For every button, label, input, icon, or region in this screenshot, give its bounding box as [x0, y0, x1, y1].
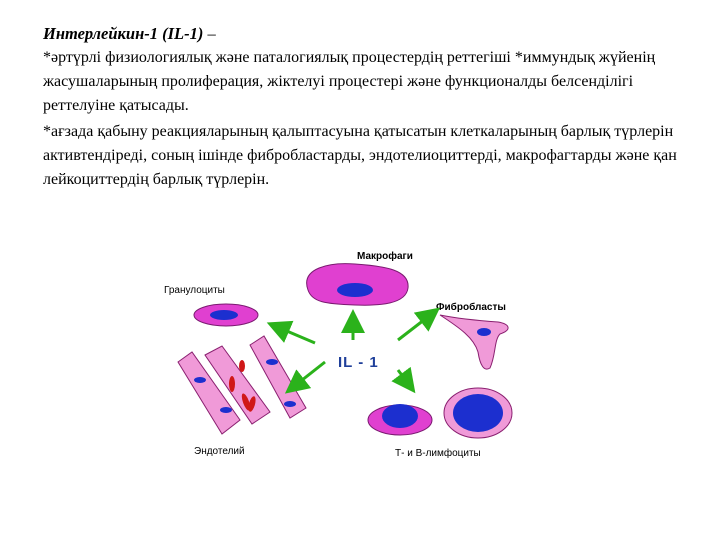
macrophage-cell [306, 263, 409, 306]
label-lymphocytes: Т- и В-лимфоциты [395, 447, 481, 459]
label-granulocytes: Гранулоциты [164, 285, 225, 296]
arrow-to-endothelium [284, 360, 326, 394]
paragraph-2: *ағзада қабыну реакцияларының қалыптасуы… [43, 123, 677, 188]
il1-center-label: IL - 1 [338, 354, 379, 371]
arrow-to-fibroblasts [397, 307, 441, 342]
endothelium-cells [177, 335, 307, 435]
label-endothelium: Эндотелий [194, 446, 245, 457]
text-block: Интерлейкин-1 (IL-1) – *әртүрлі физиолог… [43, 22, 693, 192]
arrow-to-lymphocytes [391, 366, 416, 394]
title-dash: – [203, 24, 216, 43]
granulocyte-cell [193, 303, 259, 327]
paragraph-1: *әртүрлі физиологиялық және паталогиялық… [43, 49, 656, 114]
arrow-to-granulocytes [266, 320, 316, 345]
title-term: Интерлейкин-1 (IL-1) [43, 24, 204, 43]
label-macrophage: Макрофаги [357, 250, 413, 262]
lymphocyte-cell [367, 404, 433, 436]
activation-arrows [266, 307, 441, 394]
lymphocyte-cell-large [443, 387, 513, 439]
label-fibroblasts: Фибробласты [436, 301, 506, 313]
fibroblast-cell [439, 314, 509, 370]
slide-title: Интерлейкин-1 (IL-1) – [43, 22, 693, 46]
